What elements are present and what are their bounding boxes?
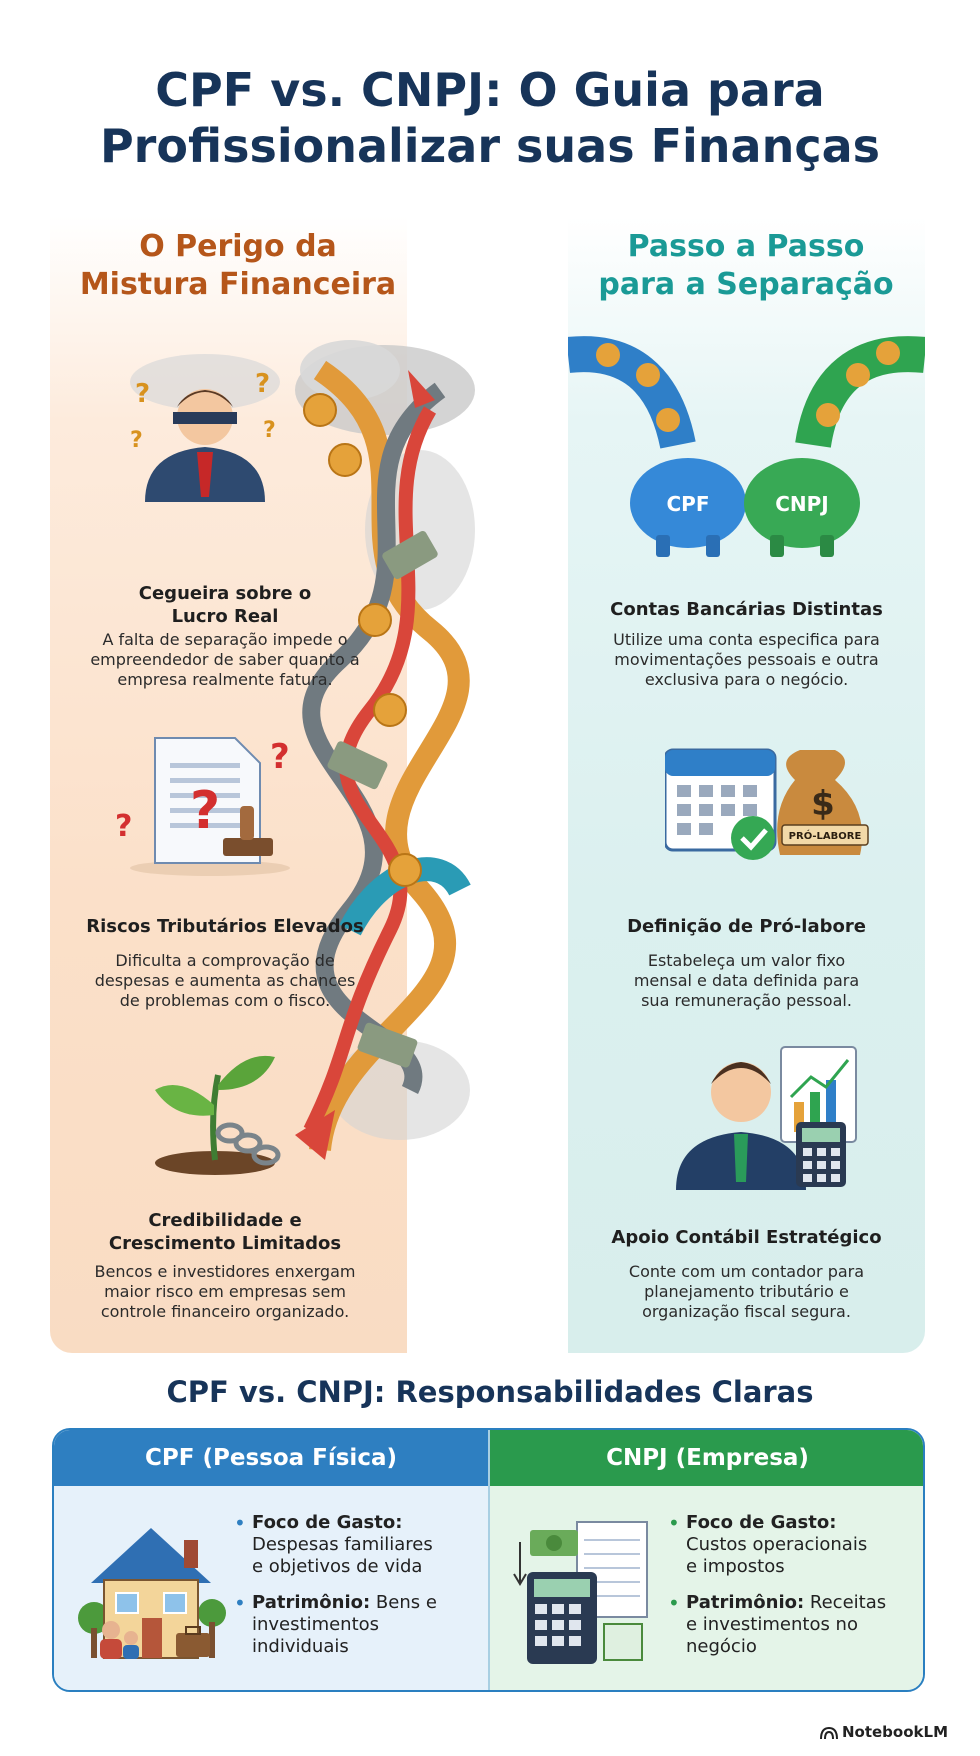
responsibilities-table: CPF (Pessoa Física) Foco de Gasto: Despe… xyxy=(52,1428,925,1692)
page-title-line2: Profissionalizar suas Finanças xyxy=(99,119,881,173)
calculator-documents-icon xyxy=(513,1521,648,1664)
page-title: CPF vs. CNPJ: O Guia para Profissionaliz… xyxy=(0,62,980,174)
cpf-panel: CPF (Pessoa Física) Foco de Gasto: Despe… xyxy=(54,1430,488,1690)
accountant-icon xyxy=(676,1046,857,1190)
cnpj-panel: CNPJ (Empresa) Foco de Gasto: Custos ope… xyxy=(488,1430,923,1690)
svg-text:?: ? xyxy=(115,809,132,844)
cnpj-bullet-spending: Foco de Gasto: Custos operacionais e imp… xyxy=(668,1512,913,1578)
svg-text:?: ? xyxy=(263,418,276,443)
blindfolded-person-icon: ? ? ? ? xyxy=(130,354,280,502)
svg-text:$: $ xyxy=(811,784,835,824)
cnpj-bullets: Foco de Gasto: Custos operacionais e imp… xyxy=(668,1512,913,1672)
svg-text:?: ? xyxy=(135,379,150,409)
piggy-banks-icon: CPF CNPJ xyxy=(568,336,925,557)
svg-text:?: ? xyxy=(270,737,290,777)
cnpj-header: CNPJ (Empresa) xyxy=(490,1430,923,1486)
right-item-3-title: Apoio Contábil Estratégico xyxy=(611,1227,882,1248)
left-item-1-desc: A falta de separação impede o empreended… xyxy=(90,630,360,689)
page-title-line1: CPF vs. CNPJ: O Guia para xyxy=(155,63,825,117)
cpf-bullet-assets: Patrimônio: Bens e investimentos individ… xyxy=(234,1592,474,1658)
left-item-2-desc: Dificulta a comprovação de despesas e au… xyxy=(94,951,356,1010)
cpf-piggy-label: CPF xyxy=(667,492,710,516)
cpf-header: CPF (Pessoa Física) xyxy=(54,1430,488,1486)
chained-plant-icon xyxy=(155,1055,281,1175)
right-item-3-desc: Conte com um contador para planejamento … xyxy=(628,1262,865,1321)
responsibilities-title: CPF vs. CNPJ: Responsabilidades Claras xyxy=(166,1375,814,1409)
right-item-1-desc: Utilize uma conta especifica para movime… xyxy=(613,630,880,689)
calendar-money-bag-icon: $ PRÓ-LABORE xyxy=(665,748,869,860)
svg-text:?: ? xyxy=(190,781,220,841)
notebooklm-logo-icon xyxy=(819,1726,838,1739)
house-family-icon xyxy=(78,1528,226,1659)
left-item-3-desc: Bencos e investidores enxergam maior ris… xyxy=(94,1262,356,1321)
pro-labore-tag: PRÓ-LABORE xyxy=(789,829,862,842)
steps-heading: Passo a Passo para a Separação xyxy=(598,229,894,302)
svg-text:?: ? xyxy=(255,369,270,399)
danger-heading: O Perigo da Mistura Financeira xyxy=(79,229,397,302)
left-item-3-title: Credibilidade e Crescimento Limitados xyxy=(108,1210,342,1254)
right-item-1-title: Contas Bancárias Distintas xyxy=(610,599,883,620)
left-item-2-title: Riscos Tributários Elevados xyxy=(86,916,364,937)
cpf-bullets: Foco de Gasto: Despesas familiares e obj… xyxy=(234,1512,474,1672)
notebooklm-brand: NotebookLM xyxy=(819,1723,948,1741)
cnpj-piggy-label: CNPJ xyxy=(775,492,829,516)
tangled-money-icon xyxy=(295,340,475,1160)
svg-text:?: ? xyxy=(130,428,143,453)
right-item-2-desc: Estabeleça um valor fixo mensal e data d… xyxy=(633,951,860,1010)
cnpj-bullet-assets: Patrimônio: Receitas e investimentos no … xyxy=(668,1592,913,1658)
right-item-2-title: Definição de Pró-labore xyxy=(627,916,866,937)
document-question-icon: ? ? ? xyxy=(115,737,290,876)
left-item-1-title: Cegueira sobre o Lucro Real xyxy=(138,583,312,627)
cpf-bullet-spending: Foco de Gasto: Despesas familiares e obj… xyxy=(234,1512,474,1578)
